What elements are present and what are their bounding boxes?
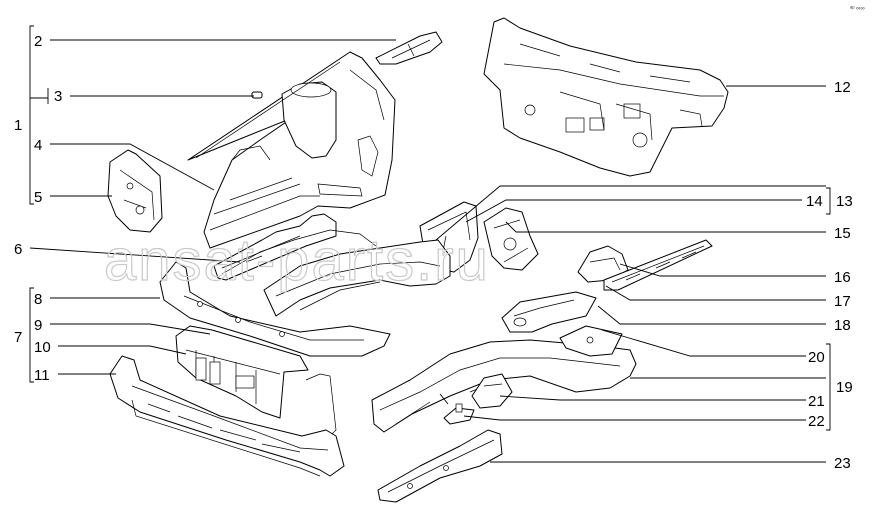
callout-23: 23	[834, 455, 851, 472]
part-11-bumper-beam	[109, 355, 345, 477]
part-18-bracket	[501, 291, 597, 333]
callout-15: 15	[834, 225, 851, 242]
callout-19: 19	[836, 379, 853, 396]
part-22-nut-plate	[443, 403, 475, 425]
callout-17: 17	[834, 293, 851, 310]
callout-numbers: 2 1 3 4 5 6 7 8 9 10 11 12 13 14 15 16 1…	[14, 33, 853, 472]
part-20-plate	[559, 325, 623, 357]
part-15-bracket	[483, 207, 539, 271]
part-10-front-panel	[175, 325, 337, 443]
callout-9: 9	[34, 317, 42, 334]
part-17-sill-strip	[603, 239, 713, 291]
part-13-long-member	[221, 229, 451, 317]
callout-4: 4	[34, 137, 42, 154]
part-12-dash-panel	[483, 17, 729, 177]
callout-13: 13	[836, 193, 853, 210]
part-5-bracket	[107, 149, 163, 233]
callout-6: 6	[14, 241, 22, 258]
part-4-wheel-arch	[187, 51, 396, 249]
callout-21: 21	[808, 393, 825, 410]
callout-10: 10	[34, 339, 51, 356]
part-21-bracket	[471, 373, 513, 409]
callout-12: 12	[834, 79, 851, 96]
callout-5: 5	[34, 189, 42, 206]
part-16-bracket	[577, 245, 629, 283]
part-2-bracket	[375, 31, 443, 65]
callout-22: 22	[808, 413, 825, 430]
leader-lines	[29, 25, 831, 463]
callout-8: 8	[34, 291, 42, 308]
callout-20: 20	[808, 349, 825, 366]
part-3-plug	[251, 91, 263, 99]
callout-18: 18	[834, 317, 851, 334]
callout-14: 14	[806, 193, 823, 210]
callout-1: 1	[14, 117, 22, 134]
watermark-text: ansat-parts.ru	[104, 228, 490, 293]
part-8-upper-crossmember	[159, 261, 391, 357]
part-23-lower-rail	[377, 429, 503, 503]
callout-3: 3	[54, 88, 62, 105]
callout-7: 7	[14, 329, 22, 346]
callout-16: 16	[834, 269, 851, 286]
callout-2: 2	[34, 33, 42, 50]
callout-11: 11	[34, 367, 50, 384]
corner-logo: ᵃᵖ ∞∞	[850, 6, 865, 12]
